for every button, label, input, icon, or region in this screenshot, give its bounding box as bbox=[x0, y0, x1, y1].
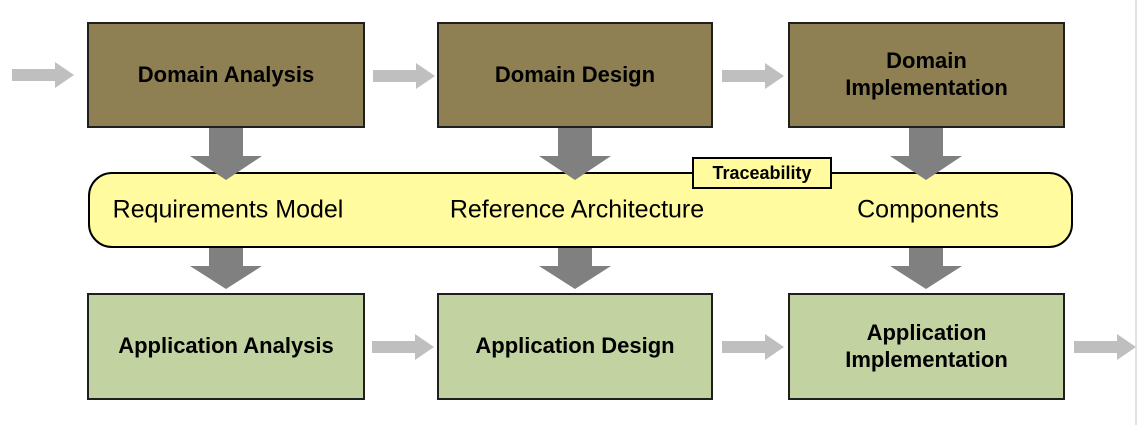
domain-design-label: Domain Design bbox=[494, 61, 656, 87]
traceability-label: Traceability bbox=[712, 162, 812, 183]
arrow-domain-design-to-architecture-icon bbox=[539, 128, 611, 180]
components-label: Components bbox=[857, 195, 999, 224]
domain-analysis-box: Domain Analysis bbox=[87, 22, 365, 128]
arrow-architecture-to-application-design-icon bbox=[539, 248, 611, 289]
reference-architecture-label: Reference Architecture bbox=[449, 195, 705, 224]
domain-implementation-label: Domain Implementation bbox=[845, 48, 1008, 100]
application-design-box: Application Design bbox=[437, 293, 713, 400]
application-analysis-box: Application Analysis bbox=[87, 293, 365, 400]
page-right-edge-line bbox=[1135, 0, 1137, 425]
application-analysis-label: Application Analysis bbox=[118, 333, 334, 359]
application-design-label: Application Design bbox=[475, 333, 675, 359]
arrow-requirements-to-application-analysis-icon bbox=[190, 248, 262, 289]
arrow-domain-implementation-to-components-icon bbox=[890, 128, 962, 180]
arrow-domain-analysis-to-design-icon bbox=[373, 63, 435, 89]
application-implementation-label: Application Implementation bbox=[845, 319, 1008, 372]
process-output-arrow-icon bbox=[1074, 334, 1136, 360]
requirements-model-label: Requirements Model bbox=[112, 195, 344, 224]
artifacts-band: Requirements Model Reference Architectur… bbox=[88, 172, 1073, 248]
domain-implementation-box: Domain Implementation bbox=[788, 22, 1065, 128]
arrow-application-design-to-implementation-icon bbox=[722, 334, 784, 360]
domain-design-box: Domain Design bbox=[437, 22, 713, 128]
domain-analysis-label: Domain Analysis bbox=[137, 61, 315, 87]
arrow-application-analysis-to-design-icon bbox=[372, 334, 434, 360]
application-implementation-box: Application Implementation bbox=[788, 293, 1065, 400]
traceability-tag: Traceability bbox=[692, 157, 832, 189]
arrow-domain-analysis-to-requirements-icon bbox=[190, 128, 262, 180]
arrow-components-to-application-implementation-icon bbox=[890, 248, 962, 289]
process-input-arrow-icon bbox=[12, 62, 74, 88]
arrow-domain-design-to-implementation-icon bbox=[722, 63, 784, 89]
